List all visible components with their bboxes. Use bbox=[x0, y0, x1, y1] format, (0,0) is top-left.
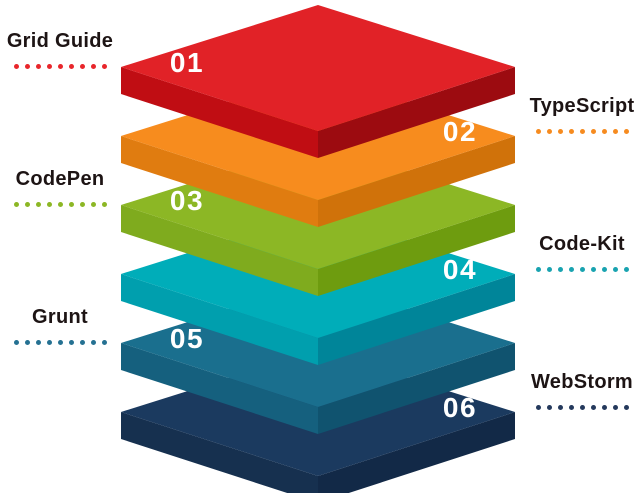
leader-dot bbox=[546, 267, 552, 272]
leader-dot bbox=[535, 405, 541, 410]
leader-dot bbox=[601, 405, 607, 410]
leader-dot bbox=[35, 202, 41, 207]
leader-dot bbox=[57, 202, 63, 207]
leader-dot bbox=[101, 202, 107, 207]
layer-04-number: 04 bbox=[443, 254, 477, 285]
dotted-leader-grunt bbox=[0, 340, 120, 345]
leader-dot bbox=[24, 64, 30, 69]
leader-dot bbox=[623, 129, 629, 134]
dotted-leader-webstorm bbox=[522, 405, 641, 410]
layer-02-number: 02 bbox=[443, 116, 477, 147]
dotted-leader-grid-guide bbox=[0, 64, 120, 69]
leader-dot bbox=[557, 267, 563, 272]
leader-dot bbox=[13, 202, 19, 207]
label-code-kit: Code-Kit bbox=[522, 232, 641, 272]
layer-03-right-face bbox=[318, 205, 515, 296]
leader-dot bbox=[612, 129, 618, 134]
leader-dot bbox=[24, 202, 30, 207]
leader-dot bbox=[79, 340, 85, 345]
layer-05-right-face bbox=[318, 343, 515, 434]
label-grunt: Grunt bbox=[0, 305, 120, 345]
leader-dot bbox=[57, 340, 63, 345]
dotted-leader-code-kit bbox=[522, 267, 641, 272]
leader-dot bbox=[568, 267, 574, 272]
layer-03-number: 03 bbox=[170, 185, 204, 216]
leader-dot bbox=[46, 202, 52, 207]
leader-dot bbox=[68, 340, 74, 345]
label-grid-guide: Grid Guide bbox=[0, 29, 120, 69]
label-webstorm-text: WebStorm bbox=[530, 371, 634, 393]
leader-dot bbox=[601, 267, 607, 272]
layer-03-left-face bbox=[121, 205, 318, 296]
leader-dot bbox=[535, 129, 541, 134]
leader-dot bbox=[579, 405, 585, 410]
leader-dot bbox=[90, 202, 96, 207]
layer-02-left-face bbox=[121, 136, 318, 227]
layer-06-right-face bbox=[318, 412, 515, 493]
leader-dot bbox=[557, 129, 563, 134]
label-grid-guide-text: Grid Guide bbox=[6, 30, 114, 52]
leader-dot bbox=[90, 64, 96, 69]
leader-dot bbox=[568, 129, 574, 134]
label-code-kit-text: Code-Kit bbox=[539, 233, 625, 255]
leader-dot bbox=[68, 64, 74, 69]
leader-dot bbox=[101, 340, 107, 345]
leader-dot bbox=[90, 340, 96, 345]
layer-05-number: 05 bbox=[170, 323, 204, 354]
leader-dot bbox=[35, 340, 41, 345]
leader-dot bbox=[590, 129, 596, 134]
leader-dot bbox=[13, 340, 19, 345]
leader-dot bbox=[590, 405, 596, 410]
leader-dot bbox=[101, 64, 107, 69]
leader-dot bbox=[612, 405, 618, 410]
layer-01-right-face bbox=[318, 67, 515, 158]
leader-dot bbox=[557, 405, 563, 410]
label-grunt-text: Grunt bbox=[32, 306, 88, 328]
leader-dot bbox=[46, 64, 52, 69]
layer-01-slab: 01 bbox=[121, 5, 515, 158]
layer-01-left-face bbox=[121, 67, 318, 158]
leader-dot bbox=[46, 340, 52, 345]
leader-dot bbox=[546, 129, 552, 134]
layer-01-number: 01 bbox=[170, 47, 204, 78]
layer-02-right-face bbox=[318, 136, 515, 227]
layer-04-right-face bbox=[318, 274, 515, 365]
leader-dot bbox=[79, 64, 85, 69]
label-codepen: CodePen bbox=[0, 167, 120, 207]
leader-dot bbox=[579, 267, 585, 272]
label-webstorm: WebStorm bbox=[522, 370, 641, 410]
layer-06-left-face bbox=[121, 412, 318, 493]
leader-dot bbox=[535, 267, 541, 272]
label-codepen-text: CodePen bbox=[15, 168, 105, 190]
dotted-leader-typescript bbox=[522, 129, 641, 134]
leader-dot bbox=[601, 129, 607, 134]
leader-dot bbox=[24, 340, 30, 345]
layer-01-top-face bbox=[121, 5, 515, 131]
leader-dot bbox=[13, 64, 19, 69]
leader-dot bbox=[568, 405, 574, 410]
leader-dot bbox=[623, 267, 629, 272]
layer-06-number: 06 bbox=[443, 392, 477, 423]
label-typescript-text: TypeScript bbox=[529, 95, 635, 117]
layer-04-left-face bbox=[121, 274, 318, 365]
leader-dot bbox=[623, 405, 629, 410]
leader-dot bbox=[590, 267, 596, 272]
leader-dot bbox=[546, 405, 552, 410]
layer-05-left-face bbox=[121, 343, 318, 434]
leader-dot bbox=[57, 64, 63, 69]
leader-dot bbox=[79, 202, 85, 207]
dotted-leader-codepen bbox=[0, 202, 120, 207]
leader-dot bbox=[68, 202, 74, 207]
leader-dot bbox=[612, 267, 618, 272]
leader-dot bbox=[35, 64, 41, 69]
leader-dot bbox=[579, 129, 585, 134]
label-typescript: TypeScript bbox=[522, 94, 641, 134]
